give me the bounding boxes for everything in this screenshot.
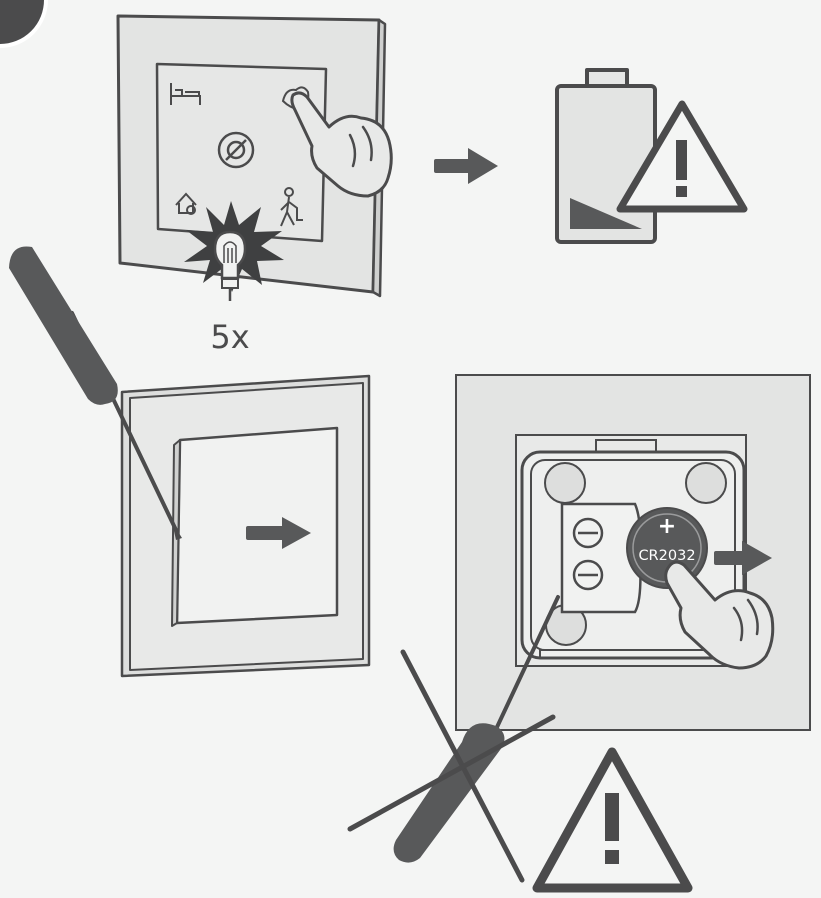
crossed-out-screwdriver-icon — [347, 595, 560, 883]
push-right-arrow-icon — [246, 517, 311, 549]
light-bulb-icon — [184, 201, 284, 301]
bed-icon — [170, 83, 201, 105]
leaving-person-icon — [280, 187, 303, 227]
arrow-right-icon — [434, 148, 498, 184]
battery-warning-triangle — [616, 100, 748, 213]
switch-frame — [120, 374, 371, 678]
battery-polarity: + — [658, 514, 676, 539]
screwdriver-icon — [9, 246, 182, 540]
low-battery-icon — [555, 68, 657, 244]
pressing-hand-icon — [290, 91, 393, 198]
pull-out-arrow-icon — [714, 541, 772, 575]
power-ring-icon — [217, 131, 255, 169]
warning-triangle-icon — [532, 747, 693, 893]
home-clock-icon — [175, 192, 197, 215]
control-panel — [116, 14, 387, 298]
step-number-badge — [0, 0, 48, 48]
pushing-finger-icon — [664, 560, 775, 670]
battery-model-label: CR2032 — [638, 548, 695, 564]
press-count-label: 5x — [210, 318, 249, 356]
battery-holder — [560, 502, 642, 614]
